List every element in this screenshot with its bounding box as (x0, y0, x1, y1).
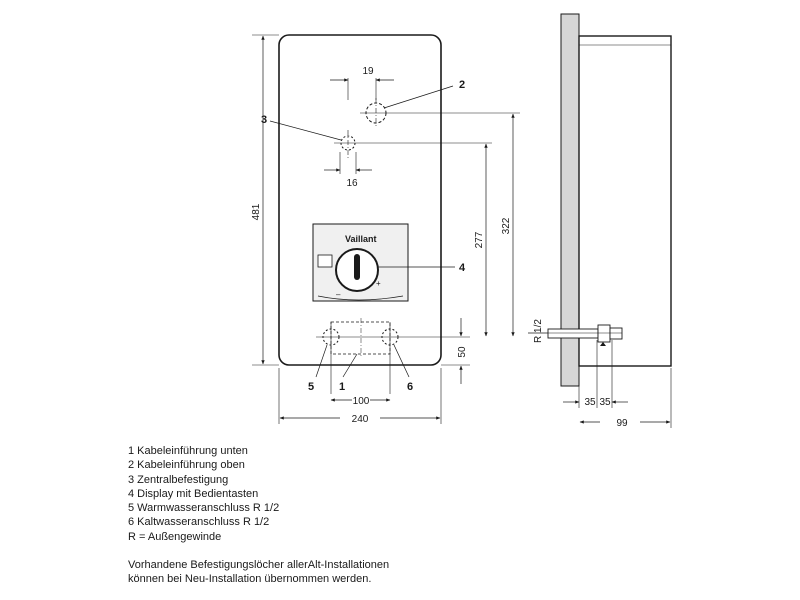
side-view: R 1/2 35 35 99 (528, 13, 672, 429)
dim-277: 277 (474, 231, 485, 248)
front-view: 19 16 Vaillant – + 481 32 (251, 34, 520, 425)
note-line: Vorhandene Befestigungslöcher allerAlt-I… (128, 559, 390, 571)
dim-481: 481 (251, 203, 262, 220)
callout-4: 4 (459, 262, 466, 274)
display-window (317, 254, 333, 268)
svg-text:–: – (336, 290, 341, 299)
knob-indicator (354, 254, 360, 280)
dim-19: 19 (362, 66, 374, 77)
legend-item: R = Außengewinde (128, 530, 222, 543)
dim-50: 50 (457, 346, 468, 358)
device-housing (278, 34, 442, 366)
brand-logo: Vaillant (345, 234, 377, 244)
dim-240: 240 (352, 414, 369, 425)
note-line: können bei Neu-Installation übernommen w… (128, 573, 372, 586)
legend-item: 2 Kabeleinführung oben (128, 459, 245, 472)
callout-6: 6 (407, 381, 413, 393)
legend-item: 4 Display mit Bedientasten (128, 487, 259, 500)
callout-3: 3 (261, 114, 267, 126)
legend: 1 Kabeleinführung unten 2 Kabeleinführun… (128, 444, 279, 544)
legend-item: 3 Zentralbefestigung (128, 473, 229, 486)
dim-100: 100 (353, 396, 370, 407)
dim-35-left: 35 (584, 397, 596, 408)
callout-1: 1 (339, 381, 345, 393)
installation-note: Vorhandene Befestigungslöcher allerAlt-I… (128, 558, 389, 587)
legend-item: 1 Kabeleinführung unten (128, 445, 248, 457)
dim-r12: R 1/2 (533, 319, 544, 343)
legend-item: 5 Warmwasseranschluss R 1/2 (128, 502, 280, 515)
dim-322: 322 (501, 217, 512, 234)
callout-5: 5 (308, 381, 314, 393)
dim-99: 99 (616, 418, 628, 429)
device-side-profile (578, 35, 672, 367)
dim-35-right: 35 (599, 397, 611, 408)
legend-item: 6 Kaltwasseranschluss R 1/2 (128, 516, 270, 529)
pipe-fittings (547, 324, 623, 346)
svg-text:+: + (376, 279, 381, 288)
dim-16: 16 (346, 178, 358, 189)
callout-2: 2 (459, 79, 465, 91)
